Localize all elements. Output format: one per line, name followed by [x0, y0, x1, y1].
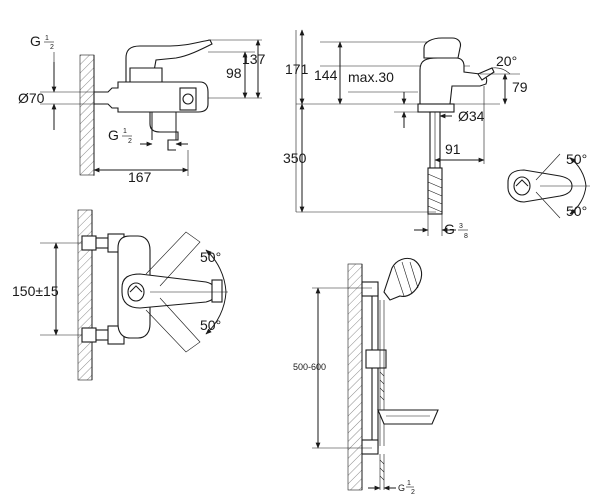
basin-height-side: 79 [512, 79, 528, 95]
bath-height-total: 137 [242, 51, 266, 67]
bath-mixer-spout [149, 112, 179, 151]
thread-label-g38: G 3 8 [444, 221, 468, 240]
basin-top-angle-down: 50° [566, 203, 587, 219]
thread-den: 2 [50, 44, 54, 51]
wall-hatch [347, 263, 363, 491]
shower-hose [379, 300, 385, 490]
basin-hose-length: 350 [283, 150, 307, 166]
basin-height-spout: 144 [314, 67, 338, 83]
bath-mixer-cartridge [129, 67, 163, 83]
thread-main: G [398, 483, 405, 493]
flexible-hose [427, 167, 443, 215]
basin-mixer-lever [423, 37, 462, 59]
thread-label-bottom: G 1 2 [108, 127, 132, 145]
thread-num: 1 [123, 128, 127, 135]
thread-label-shower: G 1 2 [398, 480, 415, 496]
wall-hatch [79, 54, 95, 176]
basin-mixer-base [417, 103, 455, 113]
basin-top-angle-up: 50° [566, 151, 587, 167]
basin-height-total: 171 [285, 61, 309, 77]
bath-height-lever: 98 [226, 65, 242, 81]
basin-mixer-body [419, 57, 488, 105]
basin-mixer-side-view: 171 144 max.30 20° 79 Ø34 91 350 G 3 [283, 29, 528, 240]
bath-diameter-label: Ø70 [18, 90, 45, 106]
bath-mixer-front-view: 50° 50° 150±15 [12, 209, 228, 381]
basin-angle-spout: 20° [496, 53, 517, 69]
bath-front-angle-down: 50° [200, 317, 221, 333]
shower-set: 500-600 G 1 2 [293, 257, 439, 496]
thread-label-top: G 1 2 [30, 33, 54, 51]
bath-front-angle-up: 50° [200, 249, 221, 265]
basin-diameter: Ø34 [458, 108, 485, 124]
thread-den: 2 [128, 138, 132, 145]
shower-rail-range: 500-600 [293, 362, 326, 372]
thread-main: G [108, 127, 119, 143]
thread-den: 2 [411, 489, 415, 496]
basin-reach: 91 [445, 141, 461, 157]
bath-front-centers: 150±15 [12, 283, 59, 299]
basin-mixer-top-view: 50° 50° [507, 151, 590, 219]
thread-num: 1 [45, 35, 49, 42]
thread-main: G [444, 221, 455, 237]
bath-mixer-side-view: G 1 2 Ø70 G 1 2 98 137 167 [18, 33, 266, 185]
thread-num: 1 [407, 480, 411, 487]
thread-main: G [30, 33, 41, 49]
bath-depth-label: 167 [128, 169, 152, 185]
soap-dish [377, 409, 439, 425]
thread-num: 3 [459, 223, 463, 230]
basin-max-deck: max.30 [348, 69, 394, 85]
thread-den: 8 [464, 233, 468, 240]
